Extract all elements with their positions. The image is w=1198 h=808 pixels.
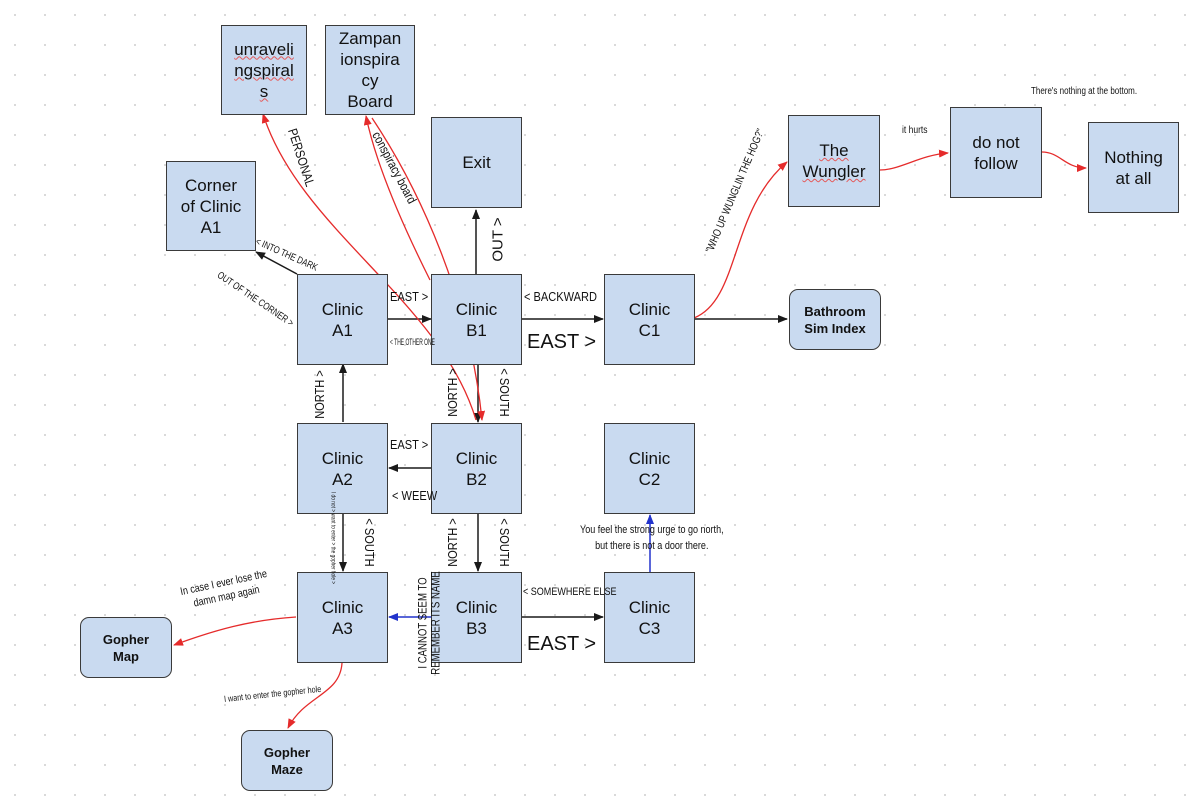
label-north-a1: NORTH > — [312, 370, 328, 419]
node-clinic-a3: Clinic A3 — [297, 572, 388, 663]
node-clinic-b2: Clinic B2 — [431, 423, 522, 514]
node-gopher-map: Gopher Map — [80, 617, 172, 678]
edge-wungler-donotfollow-red — [879, 149, 949, 171]
node-clinic-c3: Clinic C3 — [604, 572, 695, 663]
label-out: OUT > — [489, 217, 507, 262]
node-clinic-c1-label: Clinic C1 — [628, 299, 671, 340]
node-nothing-at-all-label: Nothing at all — [1104, 147, 1163, 188]
label-other-one: < THE OTHER ONE — [390, 337, 435, 347]
label-east-b1: EAST > — [527, 331, 597, 353]
label-cannot-remember: I CANNOT SEEM TO REMEMBER ITS NAME — [415, 571, 443, 675]
node-clinic-b3-label: Clinic B3 — [455, 597, 498, 638]
node-gopher-map-label: Gopher Map — [102, 631, 150, 664]
label-in-case: In case I ever lose the damn map again — [179, 567, 269, 610]
node-bathroom-sim-index: Bathroom Sim Index — [789, 289, 881, 350]
node-clinic-b1-label: Clinic B1 — [455, 299, 498, 340]
node-the-wungler: The Wungler — [788, 115, 880, 207]
node-do-not-follow: do not follow — [950, 107, 1042, 198]
label-weew: < WEEW — [392, 488, 438, 503]
node-clinic-a1-label: Clinic A1 — [321, 299, 364, 340]
node-zampano-board: Zampan ionspira cy Board — [325, 25, 415, 115]
node-unraveling-spirals: unraveli ngspiral s — [221, 25, 307, 115]
node-unraveling-spirals-label: unraveli ngspiral s — [234, 39, 294, 101]
label-south-a2: < SOUTH — [361, 518, 377, 567]
label-east-b3: EAST > — [527, 633, 597, 655]
node-clinic-a3-label: Clinic A3 — [321, 597, 364, 638]
label-conspiracy-board: conspiracy board — [369, 129, 420, 206]
node-clinic-c2: Clinic C2 — [604, 423, 695, 514]
label-backward: < BACKWARD — [524, 289, 597, 304]
label-strong-urge: You feel the strong urge to go north, bu… — [580, 524, 724, 552]
label-north-b1: NORTH > — [445, 368, 461, 417]
node-bathroom-sim-index-label: Bathroom Sim Index — [804, 303, 866, 336]
label-personal: PERSONAL — [284, 126, 318, 189]
node-clinic-c3-label: Clinic C3 — [628, 597, 671, 638]
node-gopher-maze: Gopher Maze — [241, 730, 333, 791]
label-south-b1: < SOUTH — [496, 368, 512, 417]
node-exit-label: Exit — [462, 153, 491, 172]
node-clinic-b3: Clinic B3 — [431, 572, 522, 663]
edge-donotfollow-nothing-red — [1041, 151, 1087, 172]
label-bottom-note: There's nothing at the bottom. — [1031, 86, 1138, 97]
label-out-corner: OUT OF THE CORNER > — [214, 269, 296, 330]
node-clinic-b2-label: Clinic B2 — [455, 448, 498, 489]
node-clinic-a2: Clinic A2 — [297, 423, 388, 514]
node-the-wungler-label: The Wungler — [802, 141, 866, 181]
node-corner-clinic-a1: Corner of Clinic A1 — [166, 161, 256, 251]
node-do-not-follow-label: do not follow — [972, 132, 1020, 173]
node-clinic-a2-label: Clinic A2 — [321, 448, 364, 489]
label-north-b2: NORTH > — [445, 518, 461, 567]
label-somewhere-else: < SOMEWHERE ELSE — [523, 586, 617, 598]
label-into-dark: < INTO THE DARK — [253, 236, 320, 274]
label-it-hurts: it hurts — [902, 125, 928, 136]
label-wungin: "WHO UP WUNGLIN THE HOG?" — [703, 127, 768, 255]
label-east-a2: EAST > — [390, 437, 429, 452]
node-corner-clinic-a1-label: Corner of Clinic A1 — [180, 175, 242, 237]
label-south-b2: < SOUTH — [496, 518, 512, 567]
node-clinic-c2-label: Clinic C2 — [628, 448, 671, 489]
node-nothing-at-all: Nothing at all — [1088, 122, 1179, 213]
node-clinic-c1: Clinic C1 — [604, 274, 695, 365]
label-gopher-hole-small: I do not > want to enter > the gopher ho… — [329, 491, 336, 585]
node-clinic-a1: Clinic A1 — [297, 274, 388, 365]
node-gopher-maze-label: Gopher Maze — [263, 744, 311, 777]
node-exit: Exit — [431, 117, 522, 208]
node-zampano-board-label: Zampan ionspira cy Board — [338, 29, 402, 111]
label-east-a1: EAST > — [390, 289, 429, 304]
label-want-gopher: I want to enter the gopher hole — [223, 683, 322, 704]
edge-a3-gophermap-red — [173, 616, 297, 646]
node-clinic-b1: Clinic B1 — [431, 274, 522, 365]
